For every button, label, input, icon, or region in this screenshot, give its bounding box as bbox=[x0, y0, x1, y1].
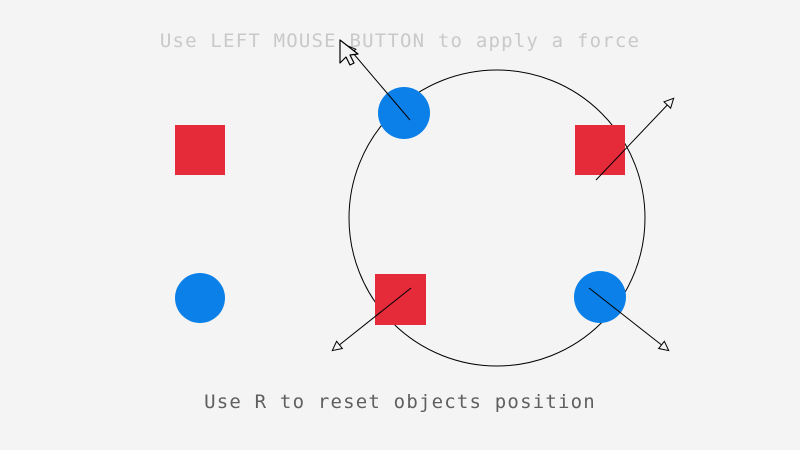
force-vector-circle-top bbox=[347, 46, 411, 121]
force-vector-square-top-right bbox=[595, 99, 673, 181]
body-circle-left[interactable] bbox=[175, 273, 225, 323]
force-vector-square-bottom bbox=[333, 287, 412, 350]
guide-circle bbox=[348, 69, 646, 367]
mouse-cursor-icon bbox=[339, 39, 359, 66]
body-square-top-right[interactable] bbox=[575, 125, 625, 175]
body-square-left[interactable] bbox=[175, 125, 225, 175]
body-square-bottom[interactable] bbox=[375, 274, 426, 325]
force-vector-circle-bottom-right bbox=[588, 287, 668, 350]
